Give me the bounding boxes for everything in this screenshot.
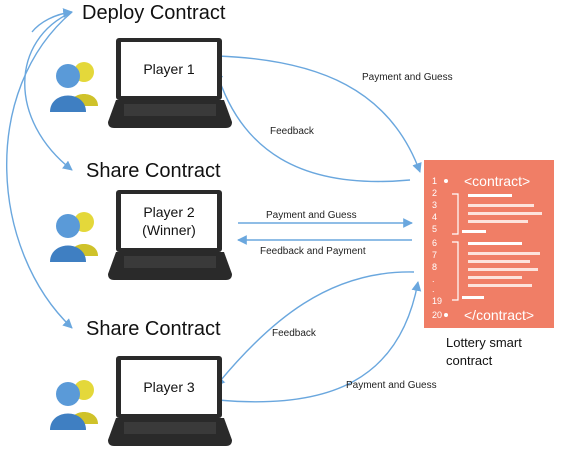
p3-feedback-arrow [215,271,415,387]
player-3-name: Player 3 [143,379,195,395]
laptop-icon: Player 3 [108,356,232,448]
line-number: 20 [432,310,443,320]
laptop-icon: Player 1 [108,38,232,130]
line-number: 8 [432,262,438,272]
user-group-icon [50,380,98,430]
line-number: 19 [432,296,443,306]
code-document-icon [444,179,542,317]
player-2-name: Player 2 [143,204,195,220]
p1-feedback-arrow [213,69,411,183]
line-number: 7 [432,250,438,260]
p3-payment-label: Payment and Guess [346,380,437,391]
p2-feedback-label: Feedback and Payment [260,246,366,257]
player-2-note: (Winner) [142,222,196,238]
p3-payment-arrow [217,281,422,403]
player-1-screen: Player 1 [121,42,217,96]
p3-feedback-label: Feedback [272,328,316,339]
contract-close-tag: </contract> [464,307,535,323]
line-number: 6 [432,238,438,248]
line-number: 5 [432,224,438,234]
line-number: 4 [432,212,438,222]
line-number: . [432,274,435,284]
user-group-icon [50,62,98,112]
contract-card: <contract> </contract> 1 2 3 4 5 6 7 8 .… [424,160,554,328]
laptop-icon: Player 2 (Winner) [108,190,232,282]
share-arrow-1 [24,11,73,171]
player-2-screen: Player 2 (Winner) [121,194,217,248]
p1-payment-label: Payment and Guess [362,72,453,83]
line-number: 2 [432,188,438,198]
contract-caption-line1: Lottery smart [446,335,522,350]
p1-feedback-label: Feedback [270,126,314,137]
share-contract-label-1: Share Contract [86,160,221,182]
user-group-icon [50,212,98,262]
line-number: . [432,284,435,294]
share-contract-label-2: Share Contract [86,318,221,340]
deploy-arrow [31,8,73,33]
player-1-name: Player 1 [143,61,195,77]
p1-payment-arrow [217,55,422,173]
deploy-contract-label: Deploy Contract [82,2,226,24]
share-arrow-2 [6,11,73,329]
contract-open-tag: <contract> [464,173,531,189]
contract-caption-line2: contract [446,353,493,368]
player-3-screen: Player 3 [121,360,217,414]
line-number: 3 [432,200,438,210]
p2-payment-label: Payment and Guess [266,210,357,221]
contract-caption: Lottery smart contract [446,334,522,370]
line-number: 1 [432,176,438,186]
